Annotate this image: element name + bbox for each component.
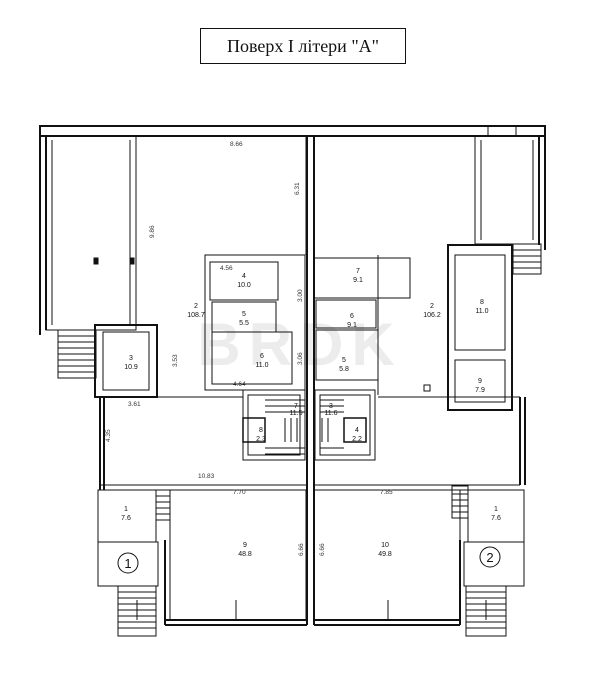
room-right-1 [451,485,525,543]
dimension-label: 6.66 [319,543,326,556]
room-label-area: 11.5 [289,410,302,417]
room-label-number: 1 [494,506,498,513]
dimension-label: 4.56 [220,265,233,272]
room-label-number: 7 [294,403,298,410]
room-left-1 [97,489,171,543]
dimension-label: 7.85 [380,489,393,496]
room-label-number: 3 [129,355,133,362]
room-label-area: 49.8 [378,551,392,558]
entrance-2-number: 2 [486,550,493,565]
room-label-number: 8 [259,427,263,434]
watermark: BRDK [197,311,402,378]
room-label-area: 9.1 [353,277,363,284]
room-label-area: 108.7 [187,312,205,319]
dimension-label: 4.64 [233,381,246,388]
room-label-number: 2 [430,303,434,310]
stairs-right-top [512,243,542,275]
room-right-5-6-7 [313,255,411,395]
room-label-area: 2.2 [352,436,362,443]
dimension-label: 10.83 [198,473,215,480]
room-label-number: 4 [242,273,246,280]
stair-core-right [314,389,376,461]
room-label-number: 7 [356,268,360,275]
plan-title-text: Поверх І літери "А" [226,35,380,56]
stairs-left-top [57,329,97,379]
room-label-area: 9.1 [347,322,357,329]
room-label-number: 2 [194,303,198,310]
plan-title: Поверх І літери "А" [200,28,406,64]
dimension-label: 3.53 [172,354,179,367]
room-label-number: 1 [124,506,128,513]
room-left-4-5-6 [209,261,293,385]
room-label-area: 2.3 [256,436,266,443]
room-label-number: 4 [355,427,359,434]
room-label-number: 5 [242,311,246,318]
left-terrace [45,135,137,331]
room-label-area: 10.0 [237,282,251,289]
dimension-label: 6.66 [298,543,305,556]
room-label-area: 10.9 [124,364,138,371]
room-label-number: 10 [381,542,389,549]
dimension-label: 3.61 [128,401,141,408]
room-label-area: 5.5 [239,320,249,327]
room-label-area: 11.6 [324,410,337,417]
room-label-number: 9 [243,542,247,549]
room-label-area: 48.8 [238,551,252,558]
dimension-label: 8.66 [230,141,243,148]
room-label-area: 7.9 [475,387,485,394]
room-label-number: 6 [260,353,264,360]
room-label-area: 7.6 [121,515,131,522]
dimension-label: 9.86 [149,225,156,238]
room-label-number: 3 [329,403,333,410]
porch-left [97,541,159,637]
room-right-8-9 [423,244,513,411]
room-label-area: 11.0 [255,362,268,369]
dimension-label: 7.70 [233,489,246,496]
stair-core-left [242,389,306,461]
room-label-number: 5 [342,357,346,364]
room-left-9 [169,489,307,621]
dimension-label: 4.35 [105,429,112,442]
entrance-1-number: 1 [124,556,131,571]
dimension-label: 3.06 [297,352,304,365]
room-label-number: 6 [350,313,354,320]
room-label-area: 5.8 [339,366,349,373]
room-label-number: 8 [480,299,484,306]
room-left-3 [94,324,158,398]
room-label-number: 9 [478,378,482,385]
dimension-label: 3.00 [297,289,304,302]
porch-right [463,541,525,637]
room-right-10 [313,489,461,621]
right-terrace [474,125,540,245]
room-label-area: 106.2 [423,312,441,319]
dimension-label: 6.31 [294,182,301,195]
room-label-area: 11.0 [475,308,488,315]
room-label-area: 7.6 [491,515,501,522]
